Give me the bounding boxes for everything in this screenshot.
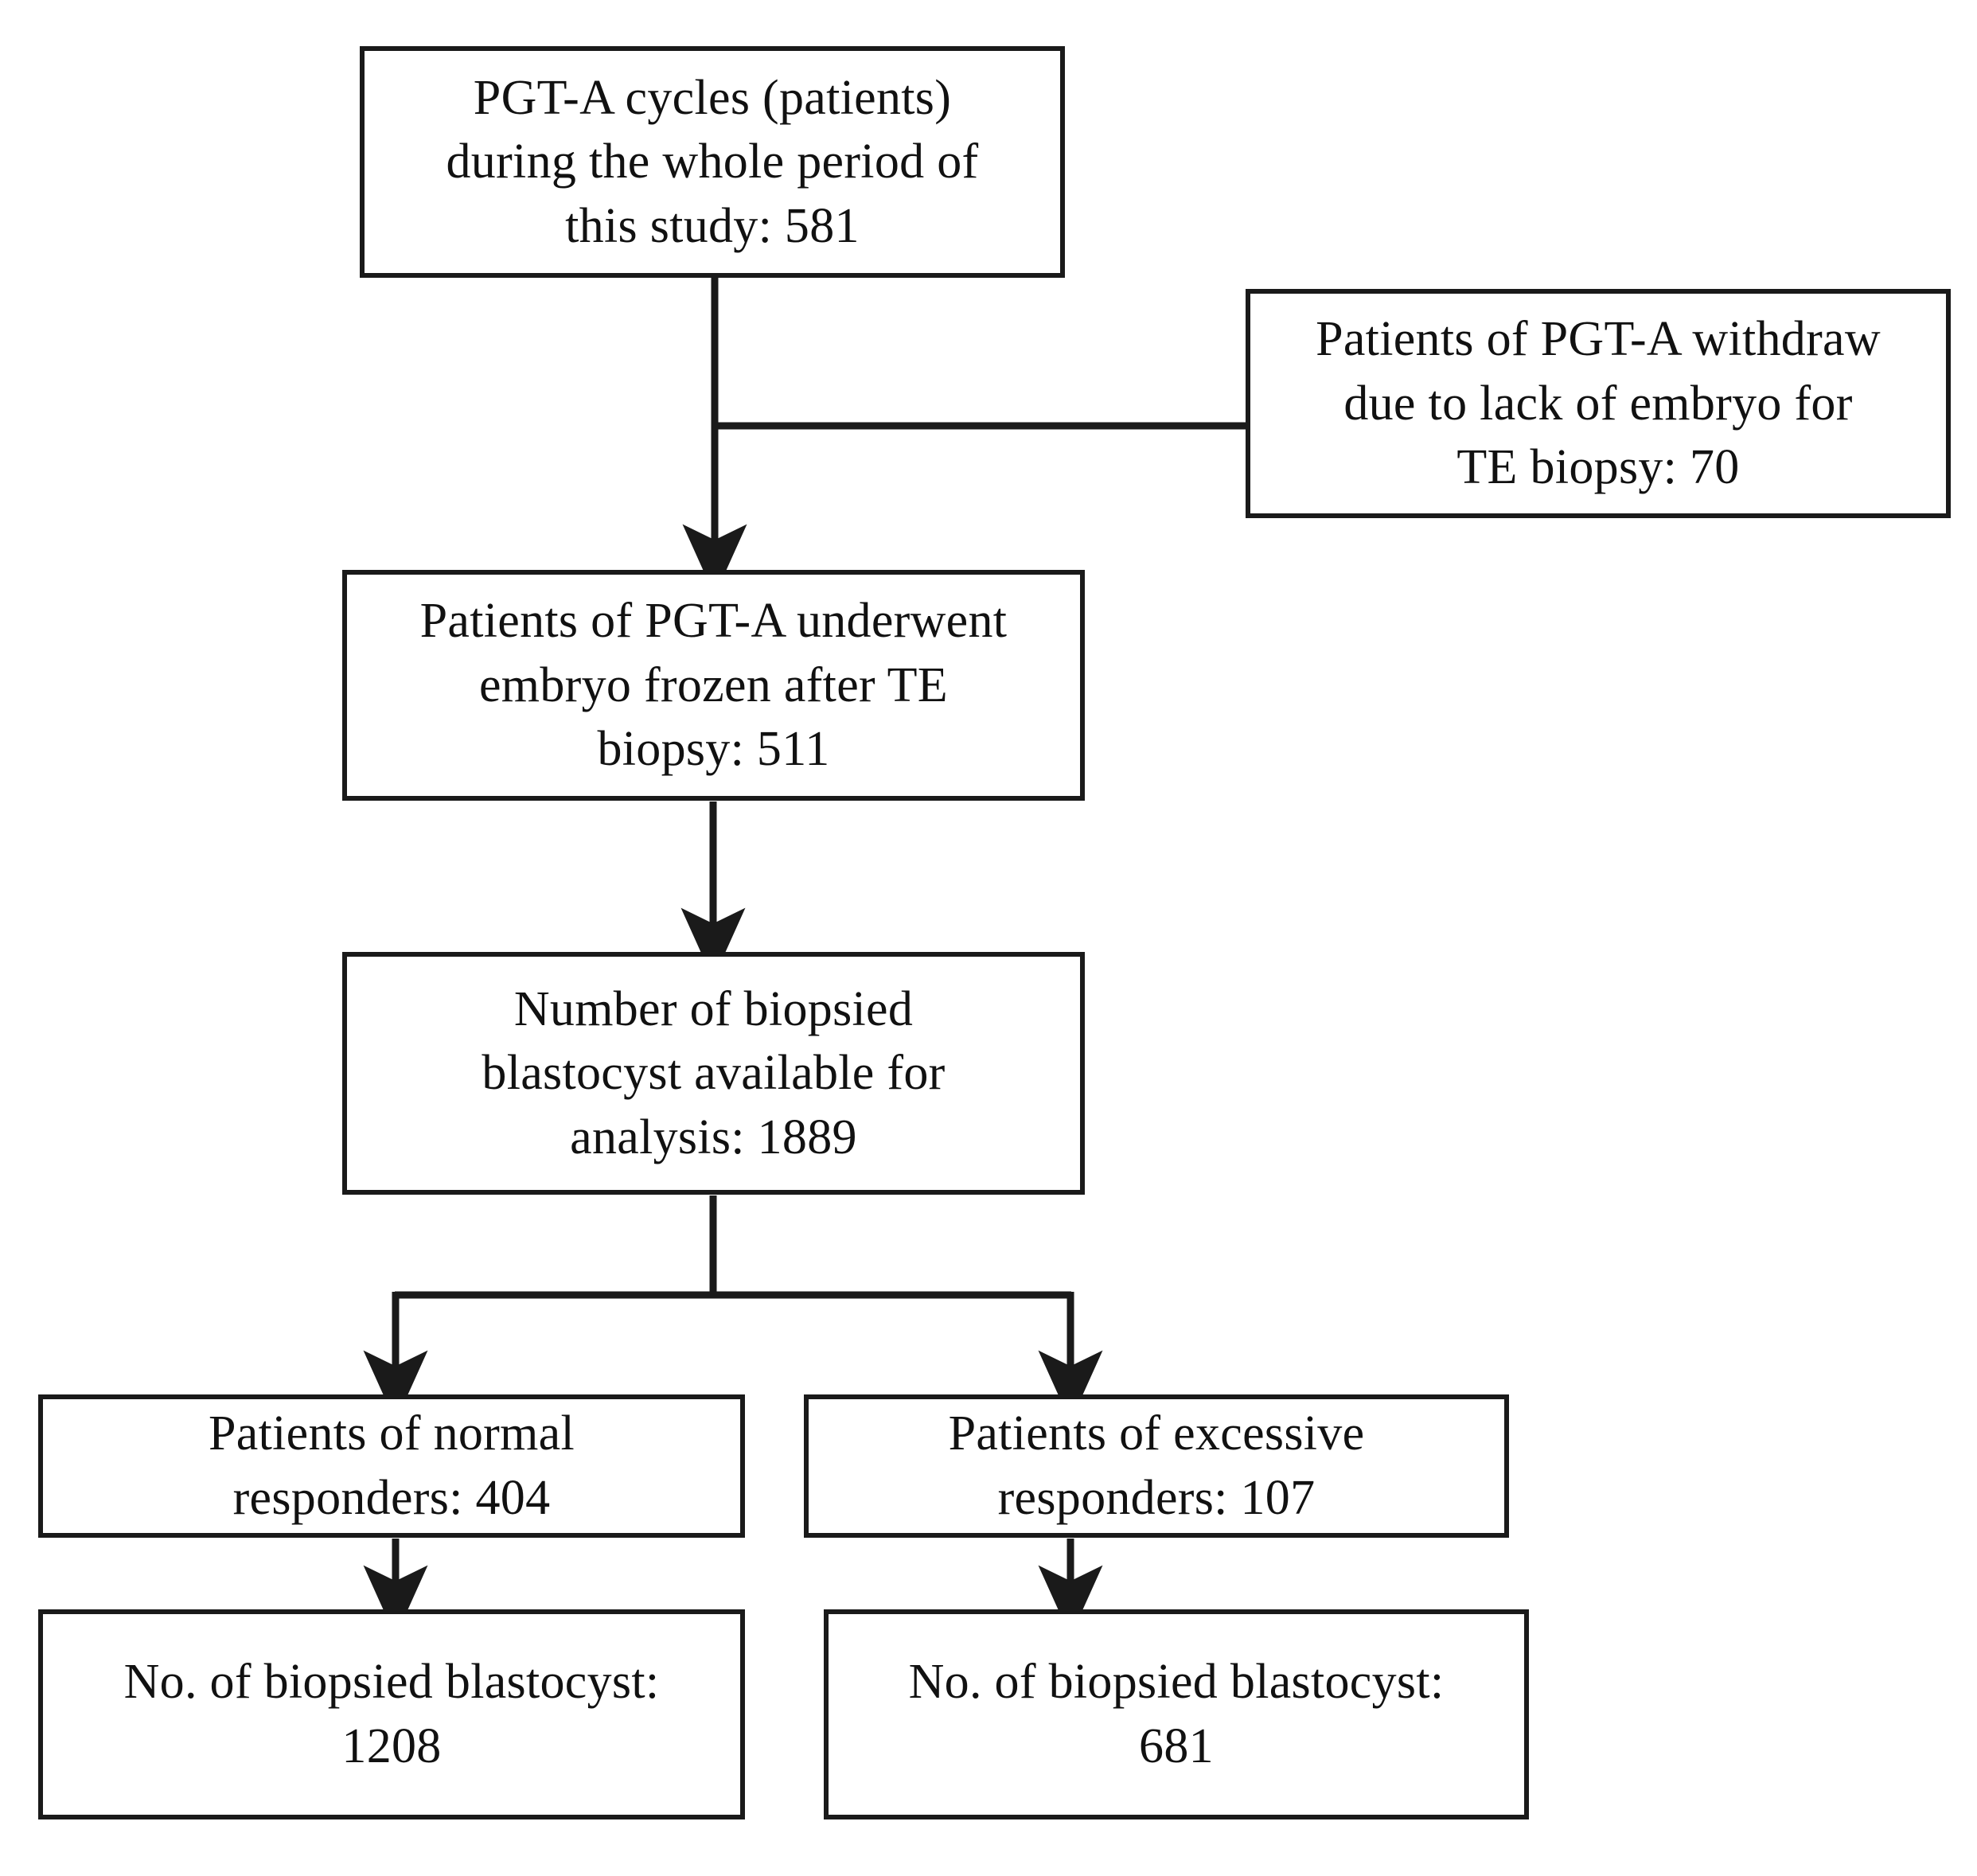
node-withdraw: Patients of PGT-A withdraw due to lack o… (1246, 289, 1951, 518)
edge-blastocyst-split (395, 1195, 1071, 1299)
node-normal-responders-label: Patients of normal responders: 404 (209, 1406, 575, 1525)
node-blastocyst: Number of biopsied blastocyst available … (342, 952, 1085, 1195)
node-excessive-biopsied-label: No. of biopsied blastocyst: 681 (908, 1655, 1445, 1773)
node-total-cycles-label: PGT-A cycles (patients) during the whole… (446, 70, 979, 253)
node-blastocyst-label: Number of biopsied blastocyst available … (482, 981, 946, 1164)
node-frozen-label: Patients of PGT-A underwent embryo froze… (419, 594, 1008, 777)
node-normal-responders: Patients of normal responders: 404 (38, 1394, 745, 1538)
node-excessive-biopsied: No. of biopsied blastocyst: 681 (824, 1609, 1529, 1819)
node-total-cycles: PGT-A cycles (patients) during the whole… (360, 46, 1065, 278)
node-excessive-responders: Patients of excessive responders: 107 (804, 1394, 1509, 1538)
node-frozen: Patients of PGT-A underwent embryo froze… (342, 570, 1085, 801)
node-excessive-responders-label: Patients of excessive responders: 107 (948, 1406, 1365, 1525)
node-normal-biopsied-label: No. of biopsied blastocyst: 1208 (123, 1655, 660, 1773)
node-withdraw-label: Patients of PGT-A withdraw due to lack o… (1316, 312, 1881, 495)
node-normal-biopsied: No. of biopsied blastocyst: 1208 (38, 1609, 745, 1819)
